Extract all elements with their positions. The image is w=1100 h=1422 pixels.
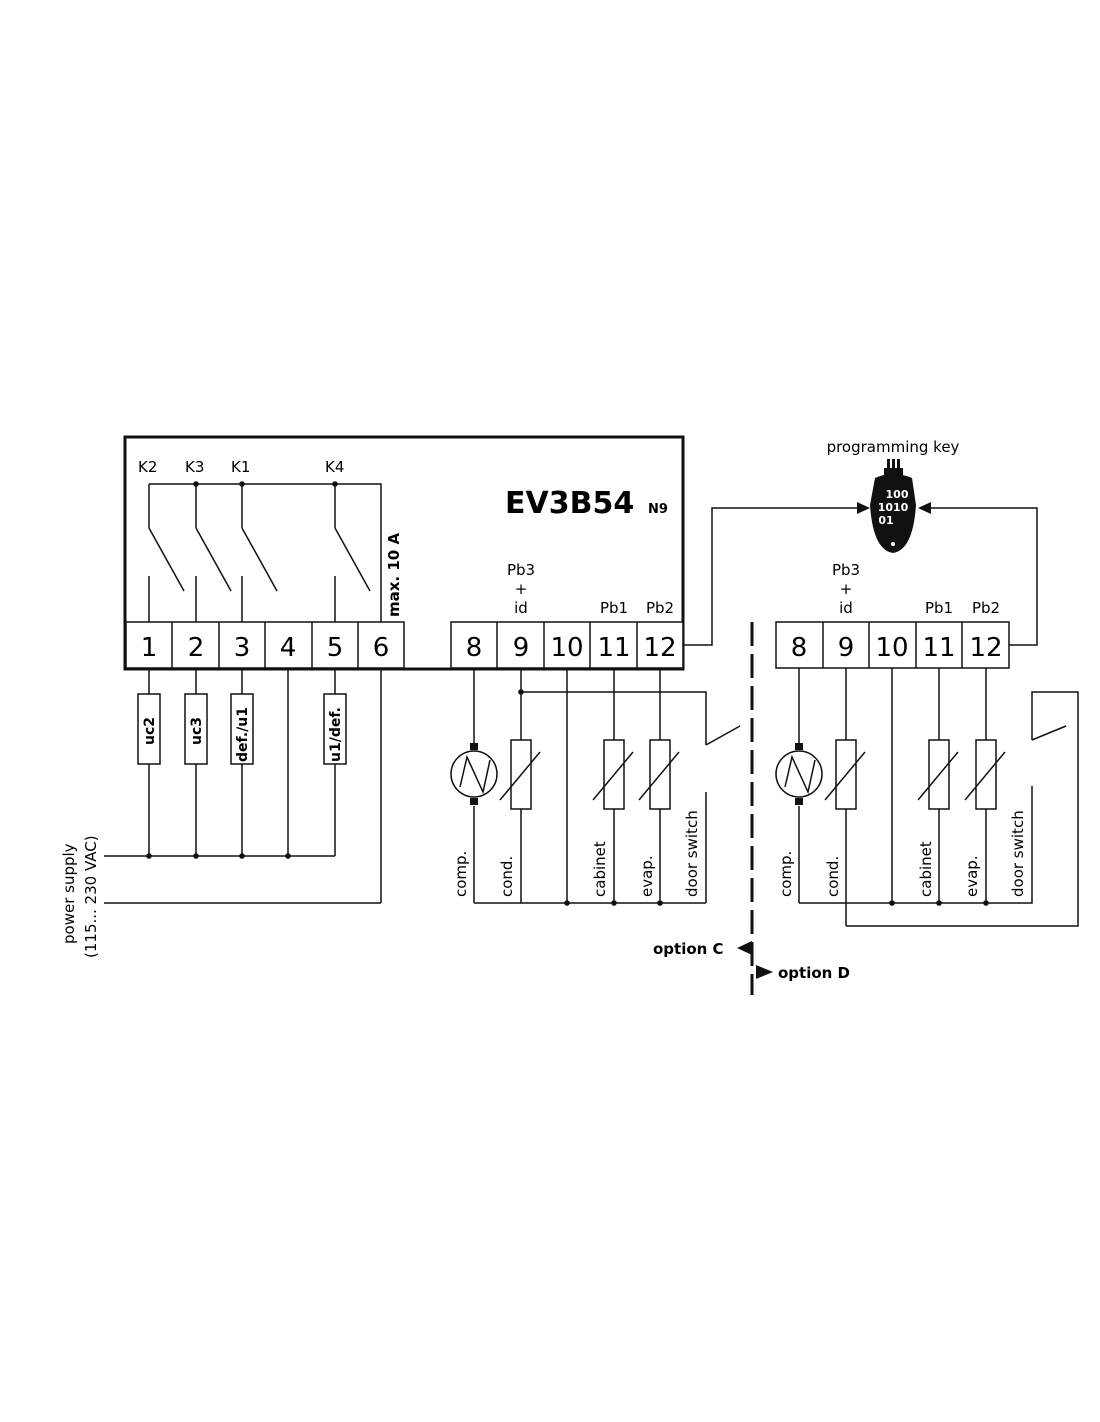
- relay-label-k3: K3: [185, 458, 204, 476]
- relay-label-k2: K2: [138, 458, 157, 476]
- load-wiring-left: [104, 668, 382, 904]
- device-label-evap-d: evap.: [963, 855, 981, 897]
- relay-label-k4: K4: [325, 458, 344, 476]
- programming-key-label: programming key: [827, 438, 960, 456]
- probe-label-plus-d: +: [840, 580, 853, 598]
- terminal-4: 4: [280, 633, 297, 663]
- terminal-d-10: 10: [875, 633, 908, 663]
- device-label-cond-d: cond.: [824, 856, 842, 897]
- relay-contacts: [148, 527, 371, 622]
- terminal-block-option-d: 8 9 10 11 12: [775, 621, 1010, 669]
- terminal-block-option-c: 8 9 10 11 12: [450, 621, 684, 669]
- terminal-c-8: 8: [466, 633, 483, 663]
- device-label-door-c: door switch: [683, 810, 701, 897]
- key-code-line-3: 01: [878, 514, 893, 527]
- probe-label-pb2-c: Pb2: [646, 599, 674, 617]
- terminal-1: 1: [141, 633, 158, 663]
- probe-cabinet-c: [592, 739, 634, 810]
- load-uc2: uc2: [137, 693, 161, 765]
- device-label-evap-c: evap.: [638, 855, 656, 897]
- terminal-c-10: 10: [550, 633, 583, 663]
- load-label-u1-def: u1/def.: [328, 707, 344, 762]
- load-label-uc3: uc3: [189, 717, 205, 745]
- model-suffix: N9: [648, 502, 668, 517]
- load-uc3: uc3: [184, 693, 208, 765]
- device-label-comp-d: comp.: [777, 851, 795, 897]
- probe-label-plus-c: +: [515, 580, 528, 598]
- option-d-label: option D: [778, 964, 850, 982]
- terminal-c-9: 9: [513, 633, 530, 663]
- device-label-comp-c: comp.: [452, 851, 470, 897]
- probe-evap-d: [964, 739, 1006, 810]
- option-d-arrow: [756, 965, 773, 979]
- probe-label-pb2-d: Pb2: [972, 599, 1000, 617]
- compressor-c: [450, 743, 498, 805]
- terminal-block-left: 1 2 3 4 5 6: [125, 621, 405, 669]
- terminal-d-11: 11: [922, 633, 955, 663]
- option-c-wiring: [473, 502, 870, 906]
- probe-label-pb1-c: Pb1: [600, 599, 628, 617]
- max-current-label: max. 10 A: [385, 533, 403, 617]
- device-label-cabinet-d: cabinet: [917, 841, 935, 897]
- load-u1-def: u1/def.: [323, 693, 347, 765]
- option-d-wiring: [798, 502, 1079, 927]
- key-code-line-2: 1010: [878, 501, 909, 514]
- probe-label-id-c: id: [514, 599, 528, 617]
- terminal-c-12: 12: [643, 633, 676, 663]
- terminal-5: 5: [327, 633, 344, 663]
- key-code-line-1: 100: [886, 488, 909, 501]
- terminal-6: 6: [373, 633, 390, 663]
- programming-key-icon: 100 1010 01: [870, 459, 916, 553]
- terminal-d-12: 12: [969, 633, 1002, 663]
- relay-common-bus: [148, 481, 382, 622]
- probe-label-pb1-d: Pb1: [925, 599, 953, 617]
- relay-label-k1: K1: [231, 458, 250, 476]
- model-name: EV3B54: [505, 486, 634, 521]
- load-label-def-u1: def./u1: [235, 707, 251, 762]
- probe-label-id-d: id: [839, 599, 853, 617]
- compressor-d: [775, 743, 823, 805]
- load-label-uc2: uc2: [142, 717, 158, 745]
- option-c-label: option C: [653, 940, 724, 958]
- power-supply-label: power supply: [60, 843, 78, 944]
- probe-label-pb3-c: Pb3: [507, 561, 535, 579]
- probe-cond-d: [824, 739, 866, 810]
- power-supply-voltage: (115... 230 VAC): [82, 835, 100, 958]
- device-label-cond-c: cond.: [498, 856, 516, 897]
- terminal-2: 2: [188, 633, 205, 663]
- terminal-3: 3: [234, 633, 251, 663]
- terminal-d-8: 8: [791, 633, 808, 663]
- terminal-c-11: 11: [597, 633, 630, 663]
- device-label-door-d: door switch: [1009, 810, 1027, 897]
- probe-evap-c: [638, 739, 680, 810]
- probe-label-pb3-d: Pb3: [832, 561, 860, 579]
- terminal-d-9: 9: [838, 633, 855, 663]
- load-def-u1: def./u1: [230, 693, 254, 765]
- probe-cond-c: [499, 739, 541, 810]
- probe-cabinet-d: [917, 739, 959, 810]
- option-c-arrow: [737, 941, 752, 955]
- device-label-cabinet-c: cabinet: [591, 841, 609, 897]
